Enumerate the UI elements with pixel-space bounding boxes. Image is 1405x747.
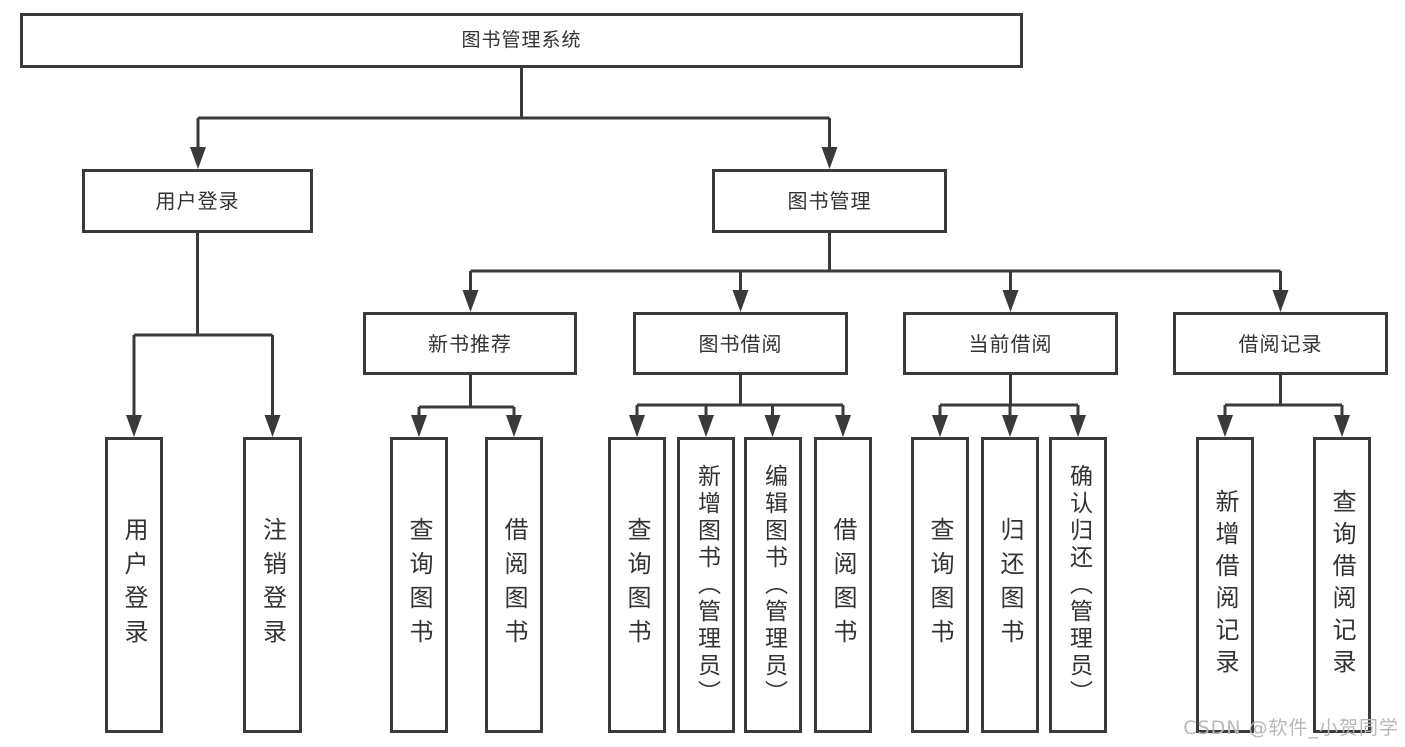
node-current-borrowing: 当前借阅 [903,312,1118,375]
leaf-add-book-admin: 新增图书（管理员） [677,437,735,733]
leaf-query-books-recommend: 查询图书 [390,437,448,733]
connector-paths [132,68,1344,418]
node-book-management: 图书管理 [712,169,947,233]
leaf-query-books-current: 查询图书 [911,437,969,733]
leaf-edit-book-admin: 编辑图书（管理员） [744,437,802,733]
leaf-borrow-books-recommend: 借阅图书 [485,437,543,733]
leaf-add-borrow-record: 新增借阅记录 [1196,437,1254,733]
node-user-login: 用户登录 [82,169,313,233]
leaf-confirm-return-admin: 确认归还（管理员） [1049,437,1107,733]
leaf-query-borrow-record: 查询借阅记录 [1313,437,1371,733]
node-borrowing-records: 借阅记录 [1173,312,1388,375]
leaf-user-login: 用户登录 [105,437,163,733]
leaf-query-books-borrowing: 查询图书 [608,437,666,733]
leaf-return-books: 归还图书 [981,437,1039,733]
connector-arrowheads [126,147,1350,437]
leaf-logout: 注销登录 [243,437,302,733]
leaf-borrow-books-borrowing: 借阅图书 [814,437,872,733]
node-library-management-system: 图书管理系统 [20,13,1023,68]
watermark: CSDN @软件_小贺同学 [1183,717,1399,739]
node-new-book-recommendation: 新书推荐 [363,312,577,375]
node-book-borrowing: 图书借阅 [633,312,848,375]
